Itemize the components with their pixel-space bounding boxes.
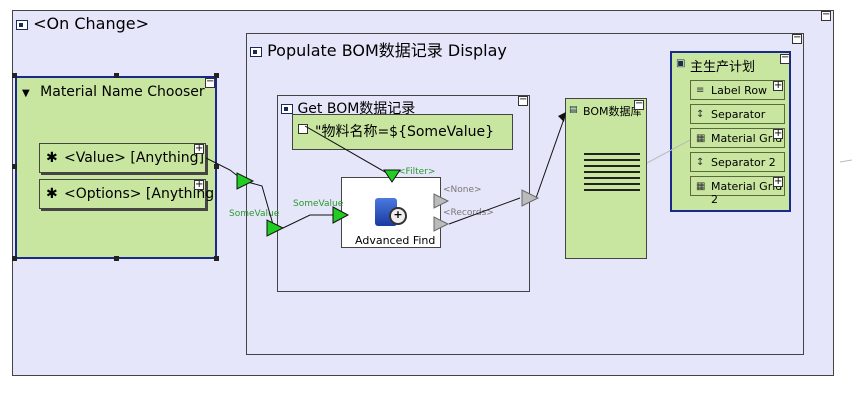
wire-label-somevalue: SomeValue — [229, 209, 280, 219]
selection-handle[interactable] — [12, 256, 17, 261]
list-icon: ▤ — [569, 105, 578, 115]
material-chooser-header: ▼ Material Name Chooser — [22, 84, 205, 100]
selection-handle[interactable] — [12, 73, 17, 78]
bom-list-title: BOM数据库 — [583, 105, 642, 118]
master-plan-item-label: Separator — [711, 108, 766, 121]
populate-header: Populate BOM数据记录 Display — [250, 37, 507, 61]
expand-button[interactable]: + — [194, 179, 204, 190]
selection-handle[interactable] — [214, 164, 219, 169]
list-lines-icon — [584, 153, 640, 195]
master-plan-title: 主生产计划 — [690, 60, 756, 75]
get-bom-title: Get BOM数据记录 — [297, 101, 416, 117]
advanced-find-node[interactable]: + Advanced Find — [341, 177, 441, 248]
grid-icon: ▦ — [696, 133, 706, 144]
expand-button[interactable]: + — [773, 128, 783, 139]
options-output-row[interactable]: ✱ <Options> [Anything + — [39, 179, 214, 209]
container-icon — [250, 46, 262, 57]
populate-collapse-button[interactable]: − — [792, 32, 802, 44]
asterisk-icon: ✱ — [46, 150, 58, 166]
material-chooser-title: Material Name Chooser — [40, 84, 205, 100]
chooser-collapse-button[interactable]: − — [205, 76, 215, 88]
asterisk-icon: ✱ — [46, 186, 58, 202]
container-icon — [16, 19, 28, 30]
get-bom-header: Get BOM数据记录 — [281, 98, 415, 118]
get-bom-collapse-button[interactable]: − — [518, 94, 528, 106]
port-filter-label: <Filter> — [398, 167, 436, 177]
master-plan-item-material-grid[interactable]: ▦ Material Grid + — [690, 128, 785, 148]
collapse-triangle-icon[interactable]: ▼ — [22, 88, 30, 99]
container-icon — [281, 104, 293, 114]
filter-expression-node[interactable]: "物料名称=${SomeValue} — [292, 114, 513, 150]
master-plan-item-separator[interactable]: ↕ Separator — [690, 104, 785, 124]
filter-expression-text: "物料名称=${SomeValue} — [315, 124, 495, 140]
lock-icon: ▣ — [676, 58, 686, 69]
selection-handle[interactable] — [12, 164, 17, 169]
master-plan-item-label: Material Grid — [711, 132, 783, 145]
populate-title: Populate BOM数据记录 Display — [267, 41, 507, 60]
magnifier-icon: + — [389, 207, 407, 225]
port-records-label: <Records> — [443, 208, 494, 218]
on-change-collapse-button[interactable]: − — [821, 9, 831, 21]
wire — [839, 159, 852, 163]
port-none-label: <None> — [443, 185, 482, 195]
expand-button[interactable]: + — [773, 80, 783, 91]
master-plan-item-separator-2[interactable]: ↕ Separator 2 — [690, 152, 785, 172]
bom-list-node[interactable]: ▤ BOM数据库 − — [565, 98, 647, 259]
selection-handle[interactable] — [114, 73, 119, 78]
master-plan-item-material-grid-2[interactable]: ▦ Material Grid 2 + — [690, 176, 785, 206]
master-plan-item-label: Label Row — [711, 84, 768, 97]
value-output-label: <Value> [Anything] — [64, 150, 205, 166]
grid-icon: ▦ — [696, 181, 706, 192]
selection-handle[interactable] — [214, 73, 219, 78]
expand-button[interactable]: + — [773, 176, 783, 187]
expression-icon — [298, 124, 308, 134]
label-row-icon: ≡ — [696, 85, 705, 96]
advanced-find-label: Advanced Find — [355, 234, 436, 247]
value-output-row[interactable]: ✱ <Value> [Anything] + — [39, 143, 206, 173]
master-plan-item-label: Separator 2 — [711, 156, 776, 169]
selection-handle[interactable] — [114, 256, 119, 261]
master-plan-collapse-button[interactable]: − — [780, 52, 790, 64]
separator-icon: ↕ — [696, 157, 705, 168]
master-plan-item-label-row[interactable]: ≡ Label Row + — [690, 80, 785, 100]
options-output-label: <Options> [Anything — [64, 186, 215, 202]
expand-button[interactable]: + — [194, 143, 204, 154]
master-plan-item-label: Material Grid 2 — [711, 180, 783, 206]
wire-label-somevalue: SomeValue — [293, 199, 344, 209]
on-change-header: <On Change> — [16, 14, 149, 33]
separator-icon: ↕ — [696, 109, 705, 120]
bom-list-collapse-button[interactable]: − — [634, 98, 644, 110]
selection-handle[interactable] — [214, 256, 219, 261]
on-change-title: <On Change> — [33, 14, 149, 33]
